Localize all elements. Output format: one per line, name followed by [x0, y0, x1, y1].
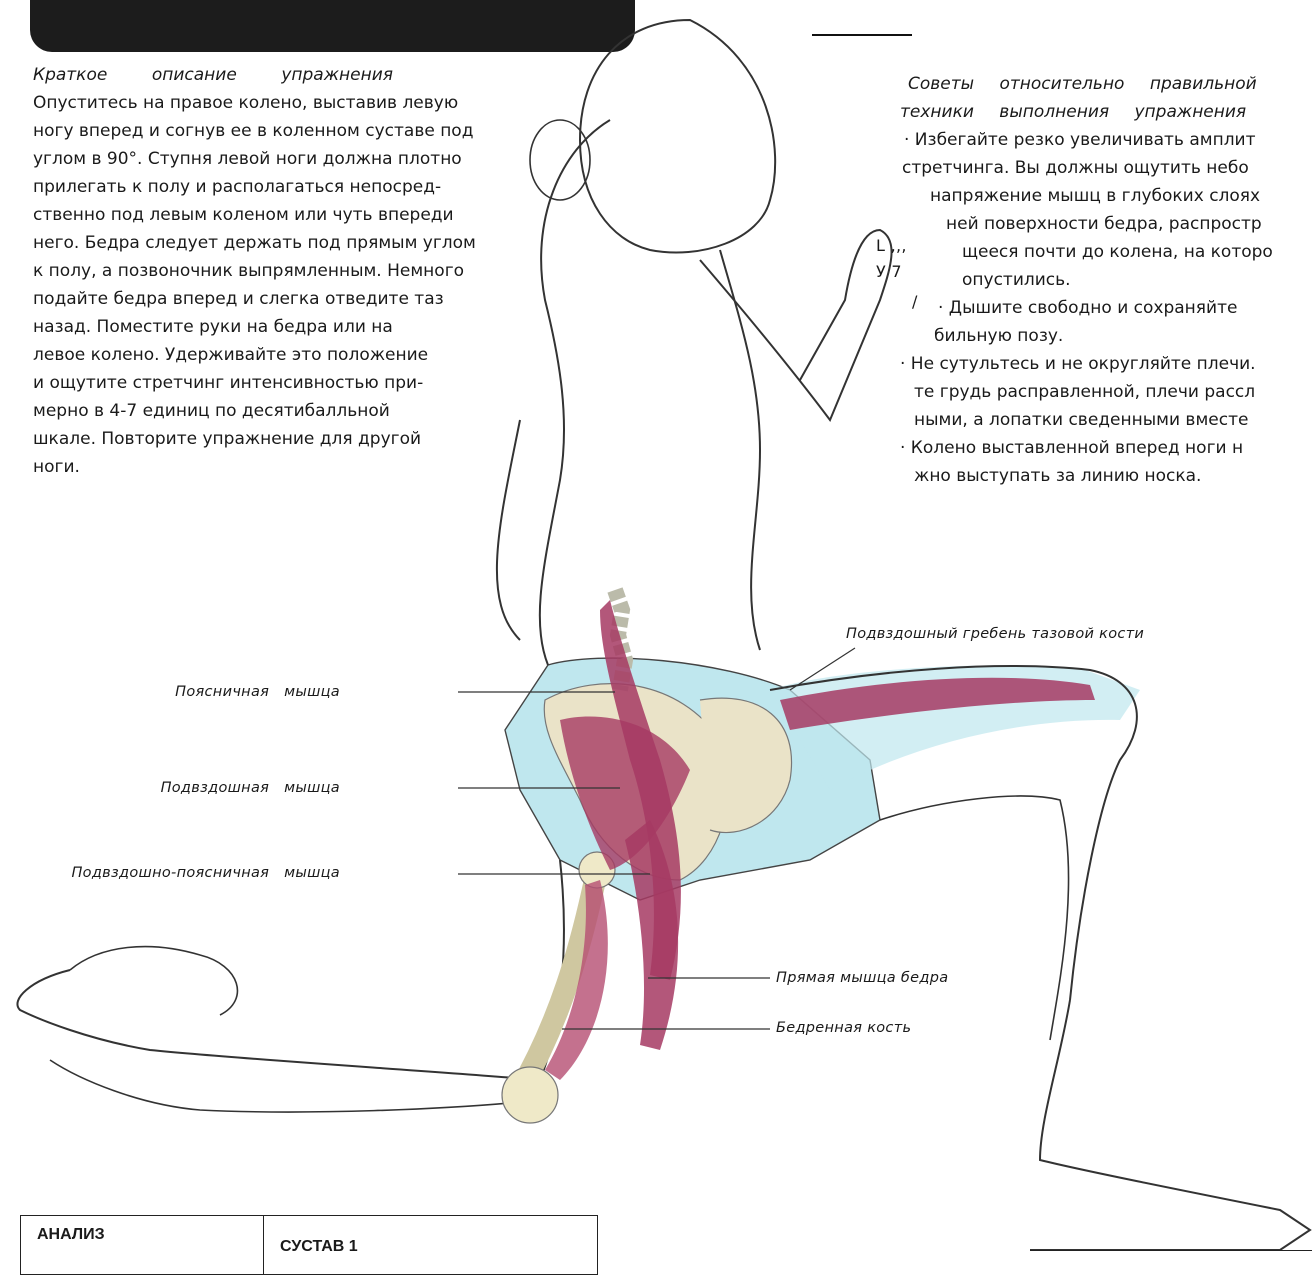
back-shin-lower: [50, 1060, 540, 1112]
tip-line: · Дышите свободно и сохраняйте: [938, 294, 1312, 322]
table-cell-analysis: АНАЛИЗ: [21, 1216, 264, 1275]
description-line: ногу вперед и согнув ее в коленном суста…: [33, 117, 533, 145]
tip-line: · Колено выставленной вперед ноги н: [900, 434, 1312, 462]
description-line: шкале. Повторите упражнение для другой: [33, 425, 533, 453]
description-line: него. Бедра следует держать под прямым у…: [33, 229, 533, 257]
front-thigh-under: [880, 796, 1069, 1040]
tip-line: · Не сутультесь и не округляйте плечи.: [900, 350, 1312, 378]
tip-line: ными, а лопатки сведенными вместе: [914, 406, 1312, 434]
label-iliacus: Подвздошная мышца: [161, 780, 340, 796]
scan-mark: /: [912, 292, 918, 311]
description-line: ноги.: [33, 453, 533, 481]
description-line: к полу, а позвоночник выпрямленным. Немн…: [33, 257, 533, 285]
tip-line: напряжение мышц в глубоких слоях: [930, 182, 1312, 210]
tip-line: · Избегайте резко увеличивать амплит: [904, 126, 1312, 154]
front-shin-outline: [1030, 1000, 1310, 1250]
tips-heading-line2: техники выполнения упражнения: [900, 98, 1312, 126]
description-heading: Краткое описание упражнения: [33, 61, 393, 89]
description-line: мерно в 4-7 единиц по десятибалльной: [33, 397, 533, 425]
label-psoas: Поясничная мышца: [175, 684, 340, 700]
label-femur: Бедренная кость: [776, 1020, 911, 1036]
tip-line: стретчинга. Вы должны ощутить небо: [902, 154, 1312, 182]
label-rectus-femoris: Прямая мышца бедра: [776, 970, 948, 986]
knee-joint: [502, 1067, 558, 1123]
tip-line: ней поверхности бедра, распростр: [946, 210, 1312, 238]
back-outline: [720, 250, 760, 650]
table-row: АНАЛИЗ СУСТАВ 1: [21, 1216, 598, 1275]
label-iliac-crest: Подвздошный гребень тазовой кости: [846, 626, 1144, 642]
table-cell-joint: СУСТАВ 1: [264, 1216, 598, 1275]
head-outline: [580, 20, 775, 253]
foot-outline: [70, 947, 237, 1015]
description-line: левое колено. Удерживайте это положение: [33, 341, 533, 369]
tip-line: бильную позу.: [934, 322, 1312, 350]
tip-line: щееся почти до колена, на которо: [962, 238, 1312, 266]
description-line: подайте бедра вперед и слегка отведите т…: [33, 285, 533, 313]
exercise-description: Краткое описание упражнения Опуститесь н…: [33, 61, 533, 481]
description-line: назад. Поместите руки на бедра или на: [33, 313, 533, 341]
analysis-table: АНАЛИЗ СУСТАВ 1: [20, 1215, 598, 1275]
description-line: углом в 90°. Ступня левой ноги должна пл…: [33, 145, 533, 173]
scan-mark: L ,,,: [876, 236, 907, 255]
label-iliopsoas: Подвздошно-поясничная мышца: [71, 865, 340, 881]
torso-outline: [540, 120, 610, 665]
technique-tips: Советы относительно правильной техники в…: [908, 70, 1312, 490]
tip-line: те грудь расправленной, плечи рассл: [914, 378, 1312, 406]
description-line: и ощутите стретчинг интенсивностью при-: [33, 369, 533, 397]
description-line: ственно под левым коленом или чуть впере…: [33, 201, 533, 229]
description-line: Опуститесь на правое колено, выставив ле…: [33, 89, 533, 117]
back-shin-outline: [17, 970, 540, 1080]
scan-mark: У 7: [876, 262, 902, 281]
description-line: прилегать к полу и располагаться непосре…: [33, 173, 533, 201]
arm-outline: [700, 230, 892, 420]
tip-line: опустились.: [962, 266, 1312, 294]
tip-line: жно выступать за линию носка.: [914, 462, 1312, 490]
bottom-right-rule: [1030, 1250, 1312, 1251]
tips-heading-line1: Советы относительно правильной: [908, 70, 1312, 98]
